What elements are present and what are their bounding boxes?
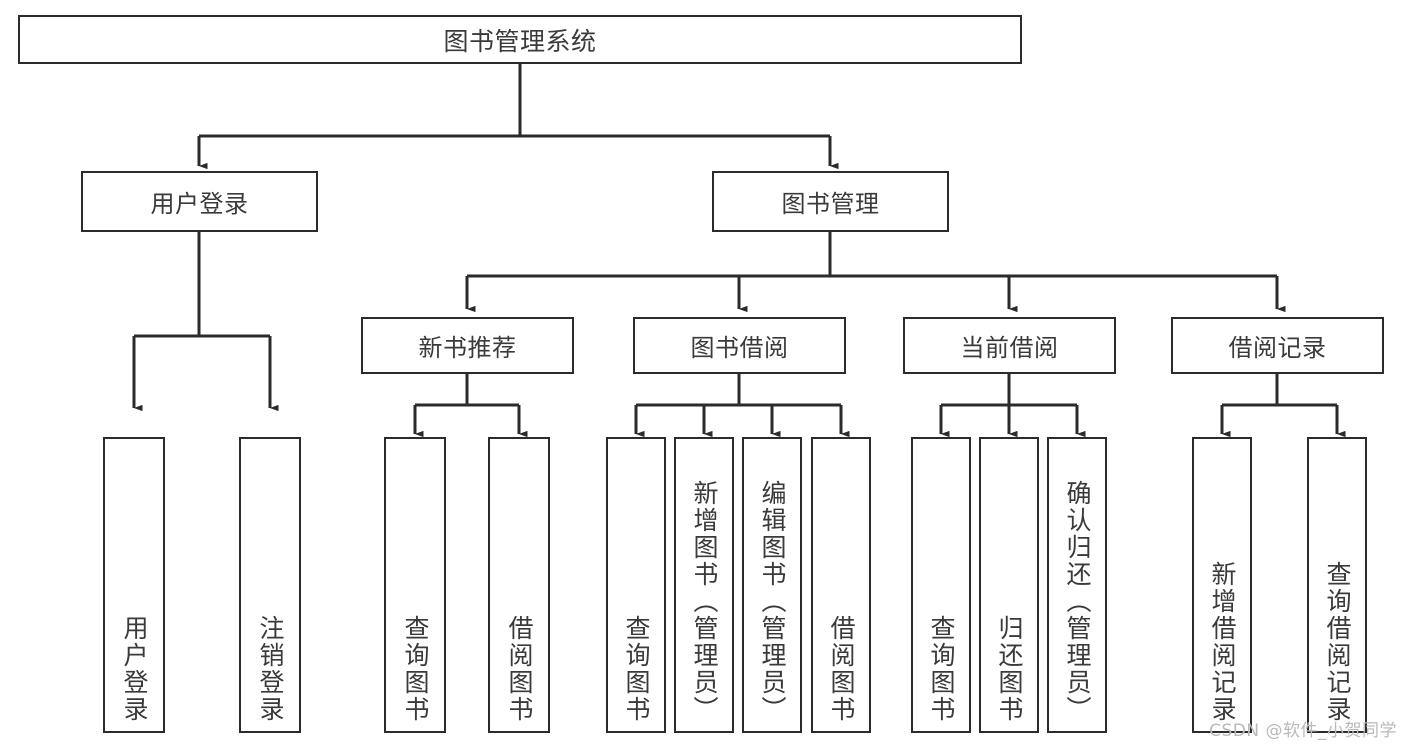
node-book-management[interactable]: 图书管理 [712, 171, 949, 232]
leaf-new-book-borrow[interactable]: 借阅图书 [488, 437, 550, 733]
node-label: 查询图书 [927, 615, 956, 723]
node-book-borrow[interactable]: 图书借阅 [633, 317, 846, 374]
node-label: 图书管理 [781, 190, 880, 218]
node-new-book-recommend[interactable]: 新书推荐 [361, 317, 574, 374]
node-label: 用户登录 [150, 190, 249, 218]
node-label: 借阅记录 [1228, 334, 1327, 362]
node-label: 新增借阅记录 [1208, 561, 1237, 723]
node-label: 图书借阅 [690, 334, 789, 362]
node-label: 图书管理系统 [443, 26, 597, 56]
leaf-borrow-record-add[interactable]: 新增借阅记录 [1192, 437, 1252, 733]
leaf-book-borrow-edit[interactable]: 编辑图书（管理员） [742, 437, 802, 733]
node-label: 借阅图书 [827, 615, 856, 723]
leaf-book-borrow-borrow[interactable]: 借阅图书 [811, 437, 871, 733]
leaf-user-login-logout[interactable]: 注销登录 [239, 437, 301, 733]
leaf-new-book-query[interactable]: 查询图书 [384, 437, 446, 733]
node-label: 新书推荐 [418, 334, 517, 362]
node-label: 编辑图书（管理员） [758, 480, 787, 723]
leaf-current-borrow-query[interactable]: 查询图书 [911, 437, 971, 733]
leaf-user-login-login[interactable]: 用户登录 [103, 437, 165, 733]
node-label: 确认归还（管理员） [1063, 480, 1092, 723]
node-root-system[interactable]: 图书管理系统 [18, 15, 1022, 64]
node-label: 查询图书 [401, 615, 430, 723]
leaf-book-borrow-query[interactable]: 查询图书 [606, 437, 666, 733]
node-label: 新增图书（管理员） [690, 480, 719, 723]
node-label: 注销登录 [256, 615, 285, 723]
node-label: 查询图书 [622, 615, 651, 723]
node-label: 借阅图书 [505, 615, 534, 723]
leaf-borrow-record-query[interactable]: 查询借阅记录 [1307, 437, 1367, 733]
leaf-current-borrow-confirm-return[interactable]: 确认归还（管理员） [1047, 437, 1107, 733]
node-label: 查询借阅记录 [1323, 561, 1352, 723]
leaf-book-borrow-add[interactable]: 新增图书（管理员） [674, 437, 734, 733]
node-label: 归还图书 [995, 615, 1024, 723]
node-label: 当前借阅 [960, 334, 1059, 362]
node-label: 用户登录 [120, 615, 149, 723]
node-borrow-record[interactable]: 借阅记录 [1171, 317, 1384, 374]
leaf-current-borrow-return[interactable]: 归还图书 [979, 437, 1039, 733]
node-user-login[interactable]: 用户登录 [81, 171, 318, 232]
node-current-borrow[interactable]: 当前借阅 [903, 317, 1116, 374]
